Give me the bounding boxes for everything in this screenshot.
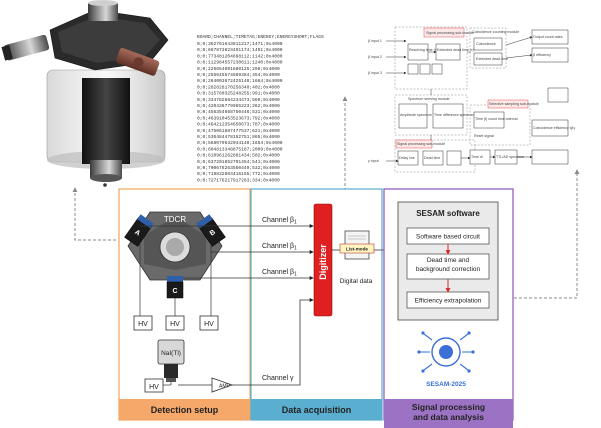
raw-data-row: 0;0;667873623491174;1491;0x4000: [197, 47, 283, 53]
step-dead-time-correction-label: Dead time and background correction: [415, 257, 481, 273]
delay-line-label: Delay line: [399, 156, 415, 160]
raw-data-row: 0;0;727176217917283;334;0x4000: [197, 177, 280, 183]
channel-beta-1-label: Channel β1: [262, 217, 297, 226]
dead-time-label: Dead time: [424, 156, 440, 160]
raw-data-row: 0;0;334782684234473;560;0x4000: [197, 97, 280, 103]
beta-input-1-label: β input 1: [368, 39, 382, 43]
list-mode-file-icon: List-mode: [339, 230, 375, 260]
nai-detector: NaI(Tl): [157, 339, 185, 382]
hv-a: HV: [133, 315, 153, 331]
coincidence-label: Coincidence: [476, 42, 496, 46]
tdc-module-label: TTL/AD spectrum: [496, 155, 524, 159]
hv-b: HV: [199, 315, 219, 331]
raw-data-listing: BOARD;CHANNEL;TIMETAG;ENERGY;ENERGYSHORT…: [197, 34, 324, 183]
pmt-c: C: [166, 276, 184, 299]
signal-processing-module-label: Signal processing sub-module: [426, 31, 474, 35]
extended-dead-time-box: [435, 43, 461, 61]
raw-data-row: 0;0;362761643811217;1471;0x4000: [197, 41, 283, 47]
raw-data-row: 0;0;604813348875187;2009;0x4000: [197, 146, 283, 152]
raw-data-rows: 0;0;362761643811217;1471;0x40000;0;66787…: [197, 41, 283, 183]
signal-processing-sub-label: Signal processing sub-module: [397, 142, 445, 146]
raw-data-row: 0;0;773481204898112;1142;0x4000: [197, 53, 283, 59]
raw-data-row: 0;0;637201852791454;541;0x4000: [197, 159, 280, 165]
raw-data-row: 0;0;700676263550449;532;0x4000: [197, 165, 280, 171]
raw-data-row: 0;0;568079632044140;1654;0x4000: [197, 140, 283, 146]
circuit-schematic: β input 1 β input 2 β input 3 γ input Si…: [368, 26, 575, 173]
tdcr-label: TDCR: [164, 215, 186, 224]
list-mode-label: List-mode: [346, 247, 368, 252]
hv-nai: HV: [144, 378, 164, 393]
extended-dead-time-label: Extended dead time (τ): [437, 48, 474, 52]
beta-efficiency-label: β efficiency: [533, 53, 551, 57]
time-dl-label: Time dl: [471, 155, 483, 159]
pmt-a: A: [124, 214, 154, 247]
detection-setup-title: Detection setup: [151, 405, 219, 415]
pmt-a-label: A: [133, 229, 141, 238]
data-acquisition-title: Data acquisition: [282, 405, 352, 415]
pmt-c-label: C: [172, 288, 177, 295]
hv-b-label: HV: [204, 321, 214, 328]
channel-beta-2-label: Channel β1: [262, 243, 297, 252]
resolving-time-label: Resolving time (τ): [409, 48, 437, 52]
raw-data-row: 0;0;464212354650673;787;0x4000: [197, 122, 280, 128]
selective-sampling-label: Selective sampling sub-module: [489, 102, 539, 106]
raw-data-row: 0;0;463910453523673;792;0x4000: [197, 115, 280, 121]
coincidence-module-label: Coincidence counting module: [472, 30, 519, 34]
spectrum-sensing-label: Spectrum sensing module: [408, 97, 450, 101]
raw-data-row: 0;0;536484478152751;865;0x4000: [197, 134, 280, 140]
raw-data-row: 0;0;315760325248255;991;0x4000: [197, 91, 280, 97]
beta-input-3-label: β input 3: [368, 71, 382, 75]
tdcr-detector-render: [1, 0, 169, 187]
resolving-time-box: [407, 43, 429, 61]
hv-a-label: HV: [138, 321, 148, 328]
channel-gamma-label: Channel γ: [262, 375, 294, 382]
nai-label: NaI(Tl): [161, 350, 181, 357]
sesam-software-title: SESAM software: [416, 209, 480, 218]
sesam-logo: SESAM-2025: [417, 331, 475, 388]
sesam-logo-text: SESAM-2025: [426, 381, 466, 388]
raw-data-row: 0;0;610961262881434;502;0x4000: [197, 153, 280, 159]
output-count-label: Output count rates: [533, 35, 563, 39]
step-software-circuit-label: Software based circuit: [416, 234, 480, 241]
signal-processing-title-2: and data analysis: [413, 412, 484, 422]
hv-c-label: HV: [170, 321, 180, 328]
channel-beta-3-label: Channel β1: [262, 269, 297, 278]
time-window-label: Time (t) count time-interval: [475, 117, 518, 121]
detection-setup-panel: Detection setup TDCR A B C HV: [118, 188, 251, 421]
raw-data-row: 0;0;420436779965223;262;0x4000: [197, 103, 280, 109]
digitizer-box: [313, 203, 333, 317]
coinc-efficiency-label: Coincidence efficiency εβγ: [533, 126, 575, 130]
amplitude-spectrum-label: Amplitude spectrum: [400, 113, 432, 117]
raw-data-row: 0;0;282828170256340;402;0x4000: [197, 84, 280, 90]
beta-input-2-label: β input 2: [368, 55, 382, 59]
gamma-input-label: γ input: [368, 159, 379, 163]
raw-data-row: 0;0;112984557230611;1240;0x4000: [197, 60, 283, 66]
signal-processing-title-1: Signal processing: [412, 402, 485, 412]
hv-c: HV: [165, 315, 185, 331]
raw-data-row: 0;0;719832803416155;772;0x4000: [197, 171, 280, 177]
pmt-b-label: B: [209, 229, 217, 238]
digital-data-label: Digital data: [340, 278, 373, 285]
hv-nai-label: HV: [149, 384, 159, 391]
raw-data-row: 0;0;475061887477537;621;0x4000: [197, 128, 280, 134]
raw-data-row: 0;0;456354668750446;531;0x4000: [197, 109, 280, 115]
reset-signal-label: Reset signal: [474, 134, 494, 138]
digitizer-label: Digitizer: [318, 244, 328, 280]
raw-data-header: BOARD;CHANNEL;TIMETAG;ENERGY;ENERGYSHORT…: [197, 34, 324, 40]
raw-data-row: 0;0;264003672425140;1664;0x4000: [197, 78, 283, 84]
pmt-b: B: [196, 214, 226, 247]
extended-dt-label: Extended dead-time: [476, 57, 508, 61]
raw-data-row: 0;0;255645574589384;454;0x4000: [197, 72, 280, 78]
raw-data-row: 0;0;226654091880125;298;0x4000: [197, 66, 280, 72]
time-difference-spectrum-label: Time difference spectrum: [434, 113, 474, 117]
signal-processing-panel: Signal processing and data analysis SESA…: [383, 188, 514, 428]
data-acquisition-panel: Data acquisition Channel β1 Channel β1 C…: [140, 188, 398, 421]
step-efficiency-extrapolation-label: Efficiency extrapolation: [415, 298, 482, 305]
amp-label: AMP: [219, 384, 231, 390]
